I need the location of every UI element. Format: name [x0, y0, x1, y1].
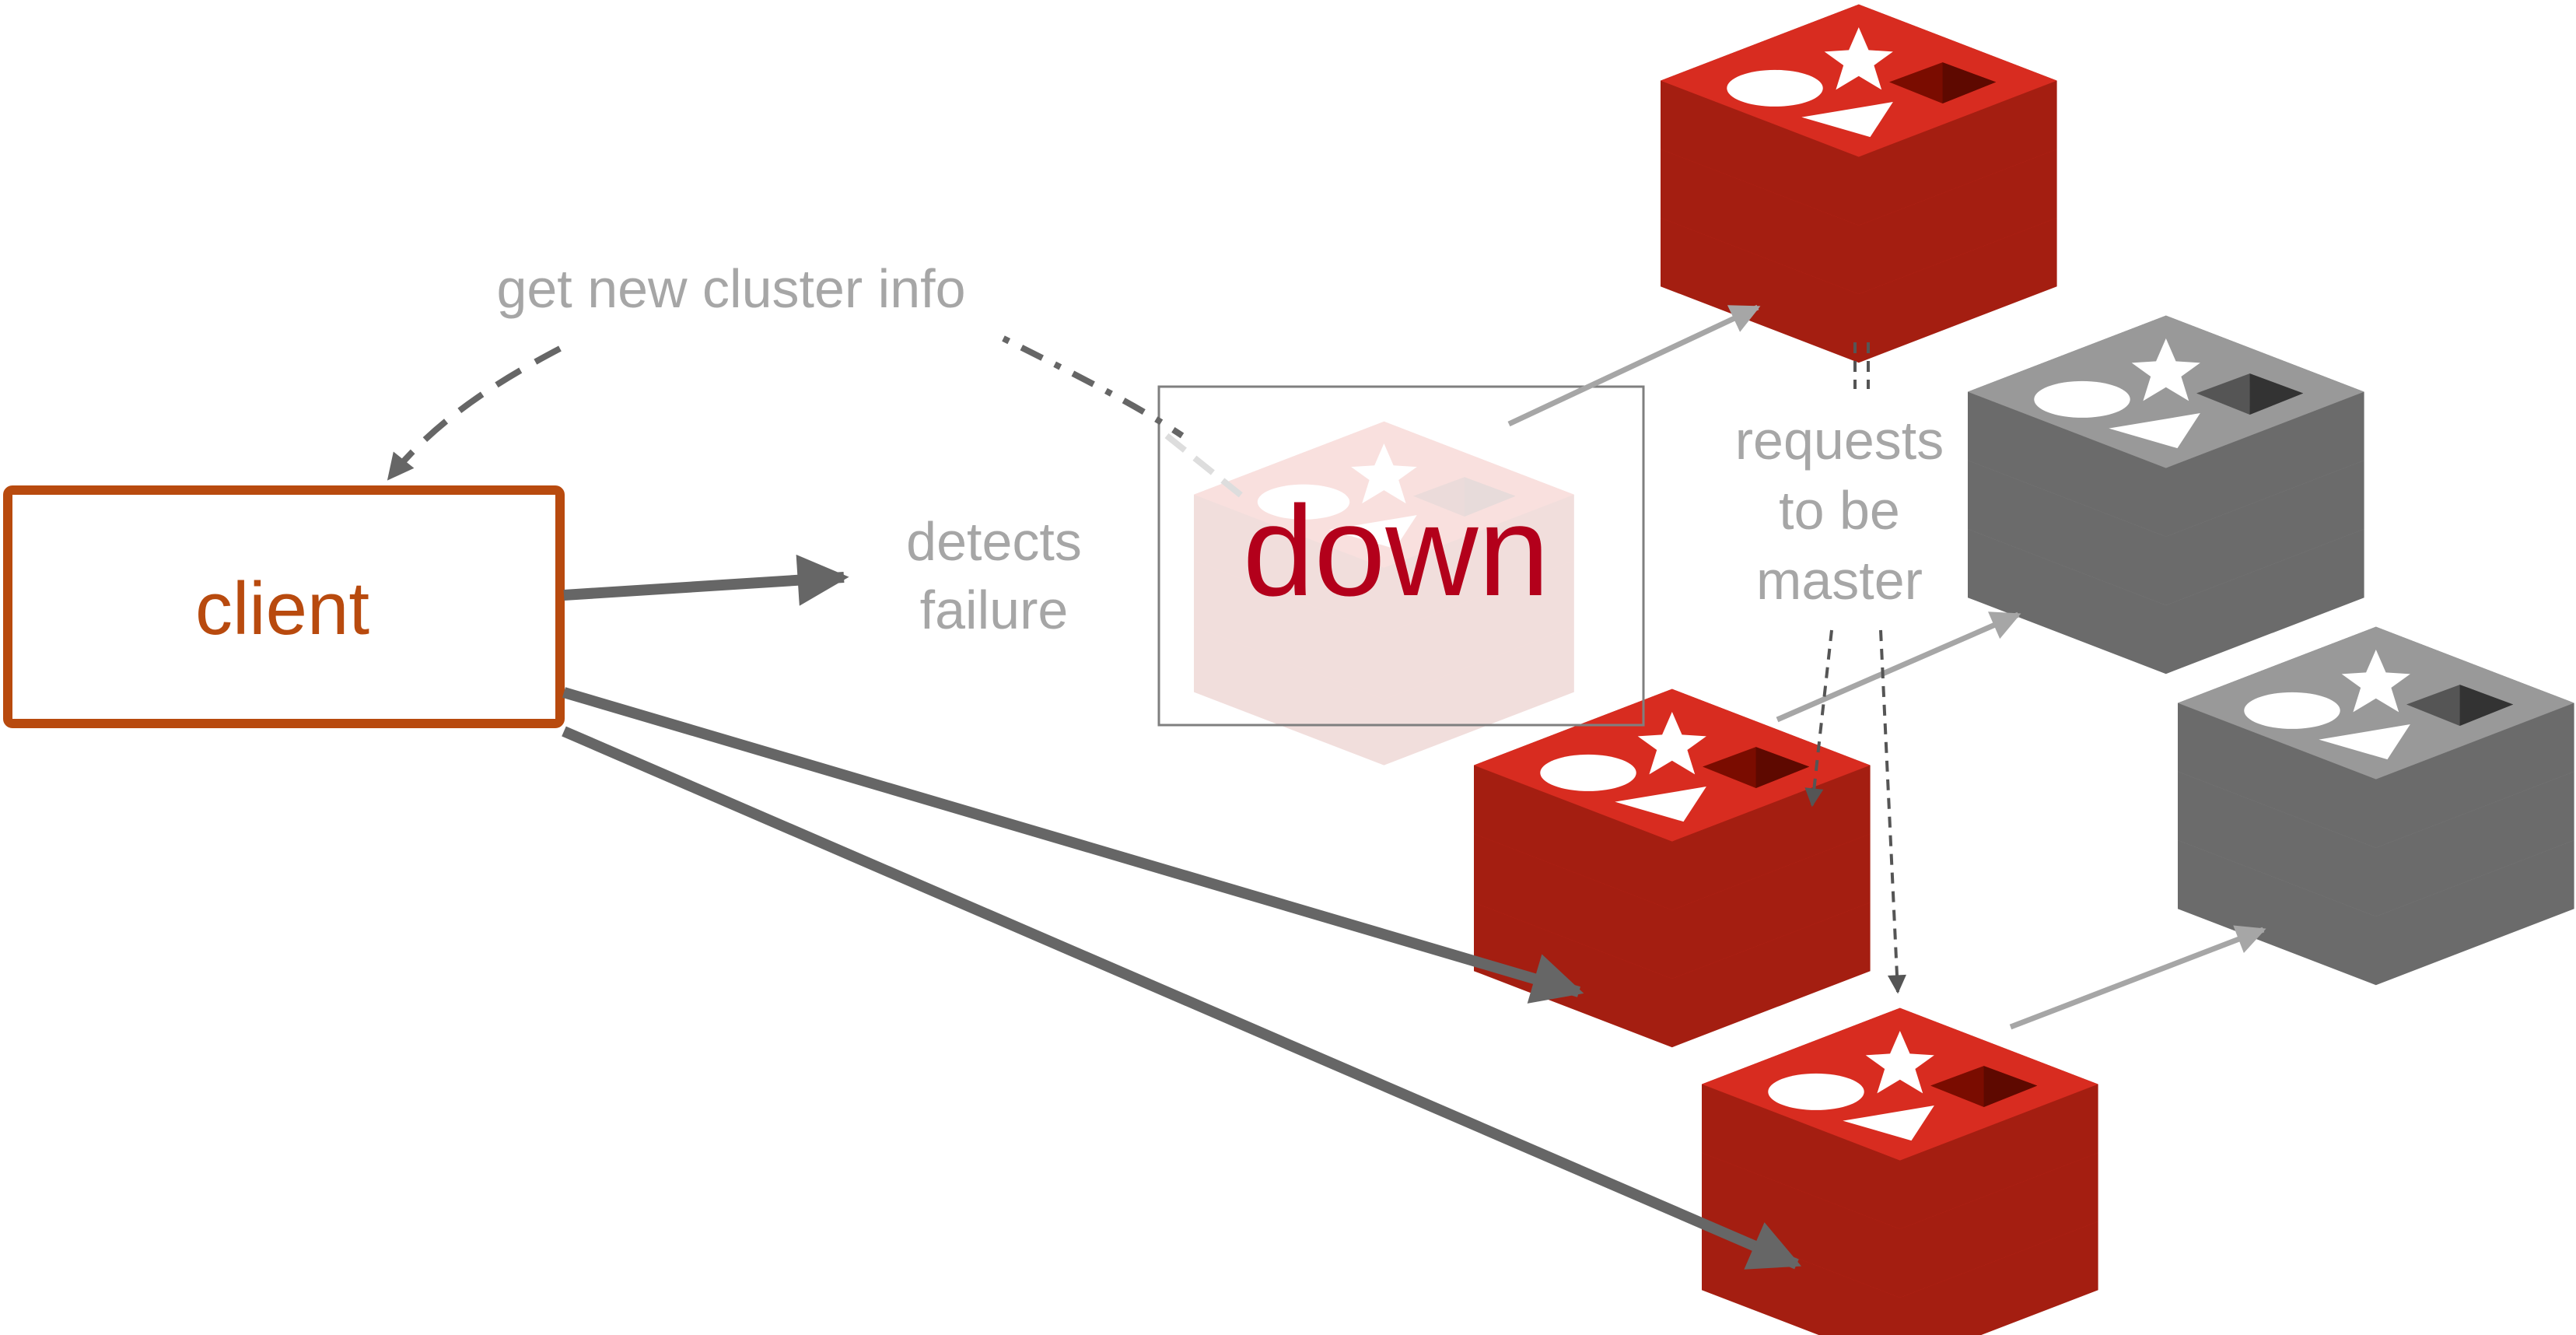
get-new-cluster-info-label: get new cluster info [496, 258, 965, 319]
requests-label-line1: requests [1735, 410, 1944, 471]
replication-arrow-lower [2009, 925, 2266, 1030]
client-label: client [195, 567, 369, 650]
redis-logo-icon [1474, 689, 1871, 1048]
client-to-failure-arrow [563, 554, 849, 606]
down-label: down [1243, 479, 1549, 622]
redis-logo-icon [1702, 1007, 2098, 1335]
cluster-info-faded-arrow [1164, 433, 1247, 501]
requests-label-line3: master [1756, 550, 1923, 611]
detects-label-line2: failure [920, 580, 1069, 640]
request-dash-to-bottom [1879, 629, 1906, 994]
replication-arrow-top [1507, 304, 1761, 427]
request-dash-to-middle [1804, 629, 1833, 808]
redis-logo-icon [2178, 626, 2574, 986]
client-to-bottom-master-arrow [562, 726, 1802, 1270]
client-to-middle-master-arrow [562, 687, 1584, 1004]
redis-node-replica-upper [1968, 315, 2364, 675]
redis-node-replica-lower [2178, 626, 2574, 986]
cluster-info-arrow [386, 345, 562, 481]
redis-logo-icon [1968, 315, 2364, 675]
redis-node-top-master [1661, 4, 2057, 363]
client-box [3, 485, 565, 728]
redis-node-middle-master [1474, 689, 1871, 1048]
redis-logo-icon [1661, 4, 2057, 363]
cluster-info-dash-tail [1002, 335, 1185, 439]
replication-arrow-upper [1776, 611, 2021, 723]
down-node-frame [1157, 385, 1645, 727]
detects-label-line1: detects [906, 511, 1082, 572]
requests-label-line2: to be [1779, 480, 1900, 541]
redis-node-bottom-master [1702, 1007, 2098, 1335]
requests-label-backdrop [1680, 389, 1964, 622]
